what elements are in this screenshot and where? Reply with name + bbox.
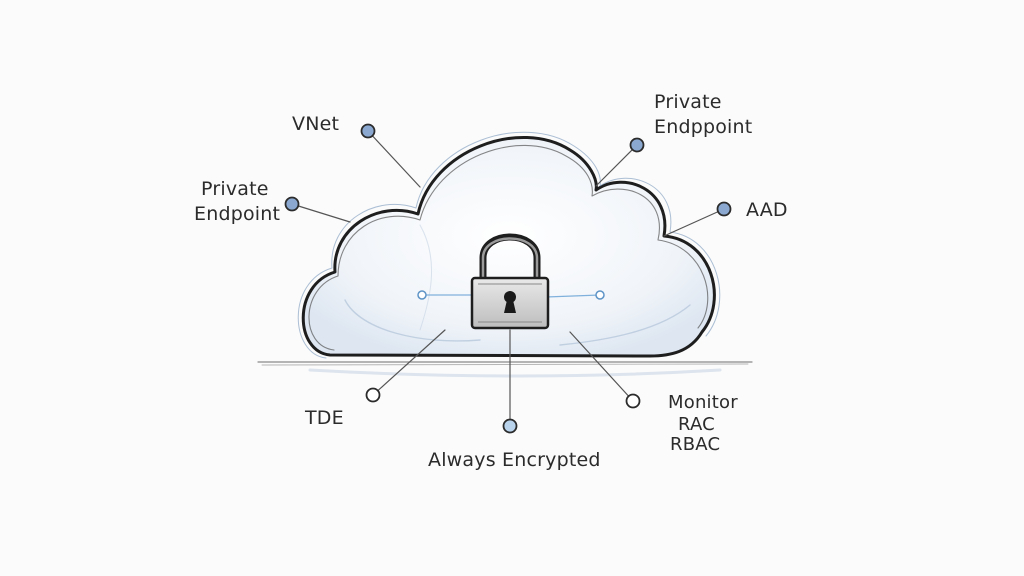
connector-aad: [663, 208, 725, 237]
label-rbac-2: RBAC: [670, 434, 720, 455]
node-private-endpoint-top: [629, 137, 645, 153]
center-connector: [417, 290, 605, 300]
connector-private-endpoint-top: [595, 144, 638, 187]
label-private-endpoint-left-line1: Private: [201, 178, 269, 200]
label-private-endpoint-top-line2: Endppoint: [654, 116, 752, 138]
node-private-endpoint-left: [284, 196, 300, 212]
ground-line: [257, 361, 753, 378]
label-tde: TDE: [304, 407, 344, 429]
label-private-endpoint-top-line1: Private: [654, 91, 722, 113]
node-monitor: [625, 393, 641, 409]
labels: VNet Private Endpoint Private Endppoint …: [194, 91, 788, 471]
center-node-right: [595, 290, 605, 300]
connector-lines: [291, 130, 725, 427]
node-vnet: [360, 123, 376, 139]
node-aad: [716, 201, 732, 217]
label-aad: AAD: [746, 199, 788, 221]
node-tde: [365, 387, 381, 403]
node-always-encrypted: [502, 418, 518, 434]
connector-nodes: [284, 123, 732, 434]
connector-tde: [372, 329, 446, 396]
label-monitor: Monitor: [668, 392, 738, 413]
connector-private-endpoint-left: [291, 203, 351, 223]
center-node-left: [417, 290, 427, 300]
label-private-endpoint-left-line2: Endpoint: [194, 203, 280, 225]
label-always-encrypted: Always Encrypted: [428, 449, 601, 471]
cloud-shape: [297, 131, 721, 359]
connector-monitor: [569, 331, 634, 402]
label-vnet: VNet: [292, 113, 339, 135]
padlock-icon: [470, 233, 550, 330]
label-rbac-1: RAC: [678, 414, 715, 435]
connector-vnet: [367, 130, 421, 188]
